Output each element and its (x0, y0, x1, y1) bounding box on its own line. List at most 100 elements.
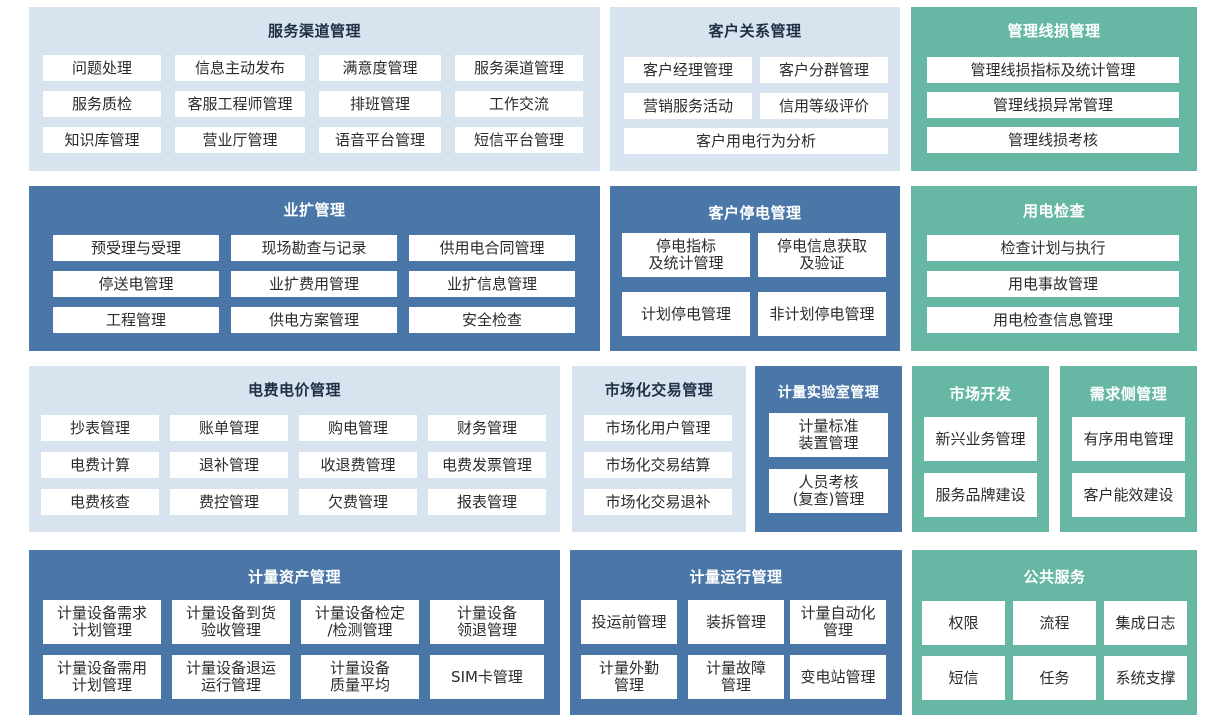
module-item[interactable]: 问题处理 (43, 55, 161, 81)
panel-title: 管理线损管理 (1007, 22, 1101, 40)
module-item[interactable]: 语音平台管理 (319, 127, 441, 153)
module-item[interactable]: 非计划停电管理 (758, 292, 886, 336)
module-item[interactable]: 市场化用户管理 (584, 415, 732, 441)
module-item[interactable]: 供电方案管理 (231, 307, 397, 333)
module-item[interactable]: 用电检查信息管理 (927, 307, 1179, 333)
module-item[interactable]: 计量设备检定 /检测管理 (301, 600, 419, 644)
module-item[interactable]: 营销服务活动 (624, 93, 752, 119)
panel-title: 计量运行管理 (689, 568, 783, 586)
module-item[interactable]: 客服工程师管理 (175, 91, 305, 117)
module-item[interactable]: 市场化交易结算 (584, 452, 732, 478)
panel-title: 计量资产管理 (247, 568, 341, 586)
module-item[interactable]: 新兴业务管理 (924, 417, 1037, 461)
module-item[interactable]: 排班管理 (319, 91, 441, 117)
module-item[interactable]: 退补管理 (170, 452, 288, 478)
module-item[interactable]: 安全检查 (409, 307, 575, 333)
module-item[interactable]: 计量设备退运 运行管理 (172, 655, 290, 699)
module-item[interactable]: 报表管理 (428, 489, 546, 515)
module-item[interactable]: 权限 (922, 601, 1005, 645)
module-item[interactable]: 市场化交易退补 (584, 489, 732, 515)
module-item[interactable]: 计量设备 质量平均 (301, 655, 419, 699)
module-item[interactable]: 客户能效建设 (1072, 473, 1185, 517)
module-item[interactable]: 服务渠道管理 (455, 55, 583, 81)
module-item[interactable]: 计量故障 管理 (688, 655, 784, 699)
panel-metering-asset: 计量资产管理 计量设备需求 计划管理 计量设备到货 验收管理 计量设备检定 /检… (29, 550, 560, 715)
module-item[interactable]: 计量设备 领退管理 (430, 600, 544, 644)
module-item[interactable]: 系统支撑 (1104, 656, 1187, 700)
module-item[interactable]: 计量标准 装置管理 (769, 413, 888, 457)
panel-public-service: 公共服务 权限 流程 集成日志 短信 任务 系统支撑 (912, 550, 1197, 715)
module-item[interactable]: 短信 (922, 656, 1005, 700)
module-item[interactable]: 服务品牌建设 (924, 473, 1037, 517)
module-item[interactable]: 供用电合同管理 (409, 235, 575, 261)
module-item[interactable]: 客户用电行为分析 (624, 128, 888, 154)
panel-customer-relation: 客户关系管理 客户经理管理 客户分群管理 营销服务活动 信用等级评价 客户用电行… (610, 7, 900, 171)
module-item[interactable]: 人员考核 (复查)管理 (769, 469, 888, 513)
module-item[interactable]: 电费核查 (41, 489, 159, 515)
module-item[interactable]: 服务质检 (43, 91, 161, 117)
module-item[interactable]: 短信平台管理 (455, 127, 583, 153)
module-item[interactable]: 预受理与受理 (53, 235, 219, 261)
module-item[interactable]: 信用等级评价 (760, 93, 888, 119)
module-item[interactable]: 管理线损指标及统计管理 (927, 57, 1179, 83)
panel-title: 市场开发 (949, 385, 1012, 403)
panel-title: 服务渠道管理 (267, 22, 361, 40)
panel-billing: 电费电价管理 抄表管理 账单管理 购电管理 财务管理 电费计算 退补管理 收退费… (29, 366, 560, 532)
module-item[interactable]: 有序用电管理 (1072, 417, 1185, 461)
module-item[interactable]: 账单管理 (170, 415, 288, 441)
module-item[interactable]: 停送电管理 (53, 271, 219, 297)
panel-title: 用电检查 (1022, 202, 1085, 220)
panel-inspection: 用电检查 检查计划与执行 用电事故管理 用电检查信息管理 (911, 186, 1197, 351)
panel-line-loss: 管理线损管理 管理线损指标及统计管理 管理线损异常管理 管理线损考核 (911, 7, 1197, 171)
module-item[interactable]: 现场勘查与记录 (231, 235, 397, 261)
module-item[interactable]: 计量自动化 管理 (790, 600, 886, 644)
module-item[interactable]: 装拆管理 (688, 600, 784, 644)
module-item[interactable]: 欠费管理 (299, 489, 417, 515)
module-item[interactable]: 知识库管理 (43, 127, 161, 153)
module-item[interactable]: 信息主动发布 (175, 55, 305, 81)
module-item[interactable]: 抄表管理 (41, 415, 159, 441)
module-item[interactable]: 电费计算 (41, 452, 159, 478)
module-item[interactable]: 投运前管理 (581, 600, 677, 644)
module-item[interactable]: 用电事故管理 (927, 271, 1179, 297)
module-item[interactable]: 收退费管理 (299, 452, 417, 478)
module-item[interactable]: 计量设备需求 计划管理 (43, 600, 161, 644)
module-item[interactable]: 变电站管理 (790, 655, 886, 699)
module-item[interactable]: 流程 (1013, 601, 1096, 645)
module-item[interactable]: 集成日志 (1104, 601, 1187, 645)
module-item[interactable]: 停电信息获取 及验证 (758, 233, 886, 277)
module-item[interactable]: 客户经理管理 (624, 57, 752, 83)
module-item[interactable]: 客户分群管理 (760, 57, 888, 83)
module-item[interactable]: 财务管理 (428, 415, 546, 441)
module-item[interactable]: 满意度管理 (319, 55, 441, 81)
module-item[interactable]: 业扩信息管理 (409, 271, 575, 297)
module-item[interactable]: 任务 (1013, 656, 1096, 700)
panel-business-expansion: 业扩管理 预受理与受理 现场勘查与记录 供用电合同管理 停送电管理 业扩费用管理… (29, 186, 600, 351)
panel-title: 业扩管理 (283, 201, 346, 219)
module-item[interactable]: SIM卡管理 (430, 655, 544, 699)
module-item[interactable]: 业扩费用管理 (231, 271, 397, 297)
panel-title: 电费电价管理 (247, 381, 341, 399)
panel-metering-lab: 计量实验室管理 计量标准 装置管理 人员考核 (复查)管理 (755, 366, 902, 532)
panel-title: 客户停电管理 (708, 204, 802, 222)
panel-market-dev: 市场开发 新兴业务管理 服务品牌建设 (912, 366, 1049, 532)
panel-outage: 客户停电管理 停电指标 及统计管理 停电信息获取 及验证 计划停电管理 非计划停… (610, 186, 900, 351)
panel-title: 计量实验室管理 (777, 385, 880, 401)
panel-title: 市场化交易管理 (604, 381, 714, 399)
module-item[interactable]: 电费发票管理 (428, 452, 546, 478)
module-item[interactable]: 费控管理 (170, 489, 288, 515)
module-item[interactable]: 计划停电管理 (622, 292, 750, 336)
module-item[interactable]: 工作交流 (455, 91, 583, 117)
module-item[interactable]: 检查计划与执行 (927, 235, 1179, 261)
module-item[interactable]: 营业厅管理 (175, 127, 305, 153)
panel-metering-operation: 计量运行管理 投运前管理 装拆管理 计量自动化 管理 计量外勤 管理 计量故障 … (570, 550, 902, 715)
module-item[interactable]: 计量设备到货 验收管理 (172, 600, 290, 644)
module-item[interactable]: 计量设备需用 计划管理 (43, 655, 161, 699)
module-item[interactable]: 工程管理 (53, 307, 219, 333)
module-item[interactable]: 购电管理 (299, 415, 417, 441)
module-item[interactable]: 管理线损异常管理 (927, 92, 1179, 118)
module-item[interactable]: 管理线损考核 (927, 127, 1179, 153)
module-item[interactable]: 计量外勤 管理 (581, 655, 677, 699)
module-item[interactable]: 停电指标 及统计管理 (622, 233, 750, 277)
panel-market-trade: 市场化交易管理 市场化用户管理 市场化交易结算 市场化交易退补 (572, 366, 746, 532)
